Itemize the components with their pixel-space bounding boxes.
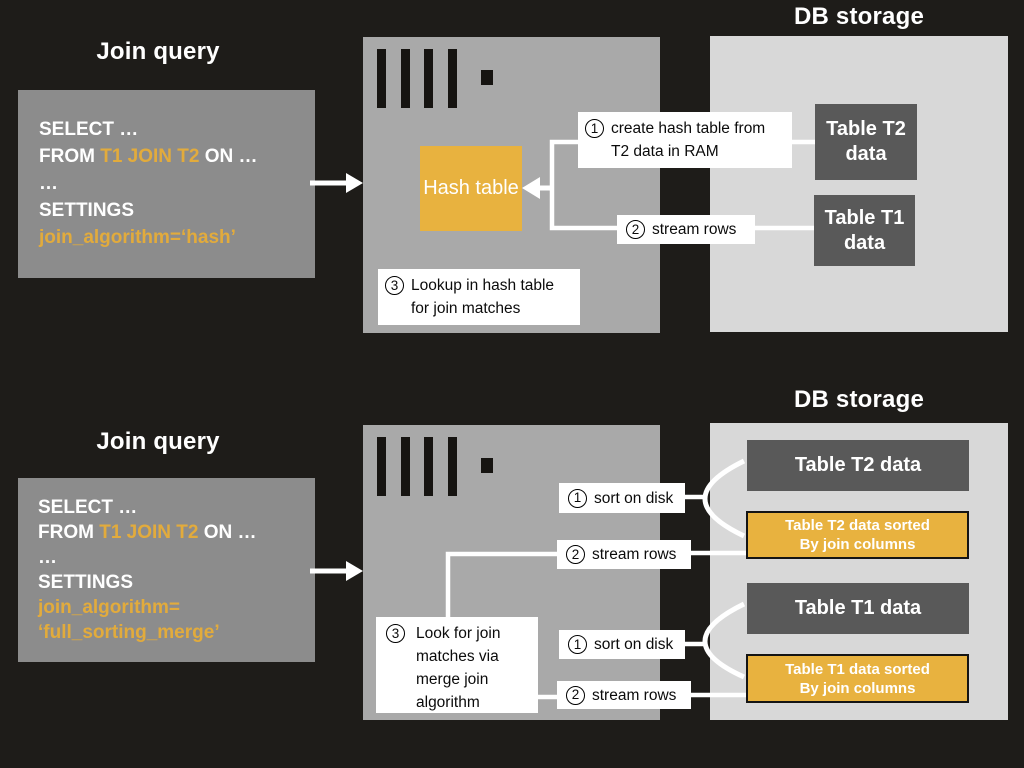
merge-query-panel: SELECT … FROM T1 JOIN T2 ON … … SETTINGS… — [18, 478, 315, 662]
step-text: Lookup in hash table for join matches — [411, 277, 555, 317]
sql-line: SETTINGS — [39, 200, 135, 221]
hash-db-storage-panel — [710, 36, 1008, 332]
step-text: stream rows — [592, 686, 677, 704]
query-to-server-arrowhead — [346, 173, 363, 193]
step-number-circle: 3 — [385, 276, 404, 295]
table-t2-sorted-line2: By join columns — [799, 536, 916, 553]
step-number-circle: 3 — [386, 624, 405, 643]
step-number-circle: 2 — [626, 220, 645, 239]
step-text: stream rows — [652, 221, 737, 238]
merge-sql-code: SELECT … FROM T1 JOIN T2 ON … … SETTINGS… — [18, 478, 315, 645]
step-sort-on-disk-t2-label: 1 sort on disk — [559, 483, 685, 513]
step-sort-on-disk-t1-label: 1 sort on disk — [559, 630, 685, 659]
sql-line: SELECT … — [39, 119, 139, 140]
step-text: stream rows — [592, 546, 677, 563]
sql-line: SETTINGS — [38, 572, 134, 593]
step-lookup-label: 3 Lookup in hash table for join matches — [378, 269, 580, 325]
hash-join-query-title: Join query — [96, 38, 220, 65]
server-icon — [377, 49, 499, 109]
sql-line: … — [38, 547, 57, 568]
table-t1-data-box: Table T1 data — [814, 195, 915, 266]
step-text: create hash table from T2 data in RAM — [611, 120, 766, 160]
server-icon — [377, 437, 499, 497]
step-number-circle: 1 — [568, 635, 587, 654]
hash-sql-code: SELECT … FROM T1 JOIN T2 ON … … SETTINGS… — [18, 90, 315, 251]
step-text: Look for join matches via merge join alg… — [416, 625, 501, 711]
step-number-circle: 2 — [566, 685, 585, 705]
step-number-circle: 1 — [585, 119, 604, 138]
step-stream-rows-label: 2 stream rows — [617, 215, 755, 244]
step-create-hash-table-label: 1 create hash table from T2 data in RAM — [578, 112, 792, 168]
hash-query-panel: SELECT … FROM T1 JOIN T2 ON … … SETTINGS… — [18, 90, 315, 278]
table-t1-data-box: Table T1 data — [747, 583, 969, 634]
table-t1-sorted-line1: Table T1 data sorted — [785, 660, 930, 678]
hash-db-storage-title: DB storage — [793, 3, 925, 30]
sql-line: FROM T1 JOIN T2 ON … — [38, 522, 257, 543]
query-to-server-arrowhead — [346, 561, 363, 581]
sql-line: FROM T1 JOIN T2 ON … — [39, 146, 258, 167]
sql-line-join-algorithm: join_algorithm= — [38, 597, 180, 618]
sql-line: … — [39, 173, 58, 194]
merge-join-query-title: Join query — [96, 428, 220, 455]
table-t2-data-box: Table T2 data — [815, 104, 917, 180]
step-stream-rows-t2-label: 2 stream rows — [557, 540, 691, 569]
sql-line-join-algorithm: join_algorithm=‘hash’ — [39, 227, 236, 248]
table-t2-sorted-box: Table T2 data sorted By join columns — [746, 511, 969, 559]
step-stream-rows-t1-label: 2 stream rows — [557, 681, 691, 709]
step-text: sort on disk — [594, 636, 674, 653]
step-text: sort on disk — [594, 489, 674, 507]
sql-line-join-algorithm-value: ‘full_sorting_merge’ — [38, 622, 220, 643]
table-t2-sorted-line1: Table T2 data sorted — [785, 517, 930, 534]
step-merge-join-label: 3 Look for join matches via merge join a… — [376, 617, 538, 713]
step-number-circle: 1 — [568, 488, 587, 508]
table-t1-sorted-line2: By join columns — [799, 679, 916, 697]
sql-line: SELECT … — [38, 497, 138, 518]
table-t2-data-box: Table T2 data — [747, 440, 969, 491]
step-number-circle: 2 — [566, 545, 585, 564]
hash-table-box: Hash table — [420, 146, 522, 231]
table-t1-sorted-box: Table T1 data sorted By join columns — [746, 654, 969, 703]
merge-db-storage-title: DB storage — [793, 386, 925, 413]
